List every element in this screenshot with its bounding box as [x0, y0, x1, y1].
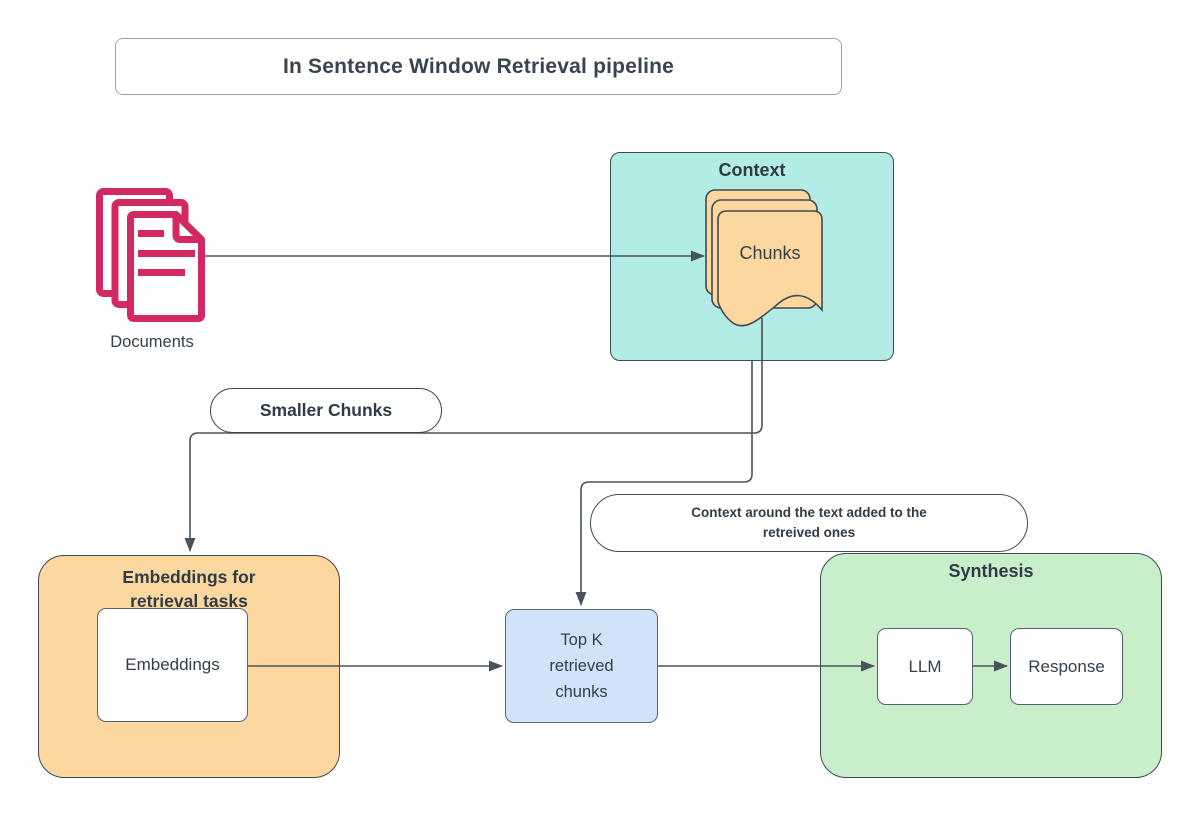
- smaller-chunks-label: Smaller Chunks: [259, 400, 393, 420]
- llm-node-label: LLM: [908, 656, 942, 676]
- smaller-chunks-pill: Smaller Chunks: [210, 388, 442, 433]
- documents-label: Documents: [110, 333, 194, 351]
- context-around-label: Context around the text added to the ret…: [691, 505, 927, 540]
- embeddings-node: Embeddings: [97, 608, 248, 722]
- response-node: Response: [1010, 628, 1123, 705]
- context-group-title: Context: [718, 160, 786, 180]
- top-k-node-label: Top K retrieved chunks: [549, 631, 614, 701]
- documents-icon: [96, 188, 205, 322]
- chunks-label: Chunks: [739, 243, 801, 263]
- response-node-label: Response: [1028, 656, 1105, 676]
- diagram-title-box: In Sentence Window Retrieval pipeline: [115, 38, 842, 95]
- diagram-title: In Sentence Window Retrieval pipeline: [282, 54, 675, 78]
- embeddings-node-label: Embeddings: [125, 655, 220, 674]
- synthesis-group-title: Synthesis: [948, 561, 1034, 581]
- context-around-pill: Context around the text added to the ret…: [590, 494, 1028, 552]
- top-k-node: Top K retrieved chunks: [505, 609, 658, 723]
- llm-node: LLM: [877, 628, 973, 705]
- embeddings-group-title: Embeddings for retrieval tasks: [122, 567, 256, 611]
- connector-context-to-topk: [575, 361, 753, 606]
